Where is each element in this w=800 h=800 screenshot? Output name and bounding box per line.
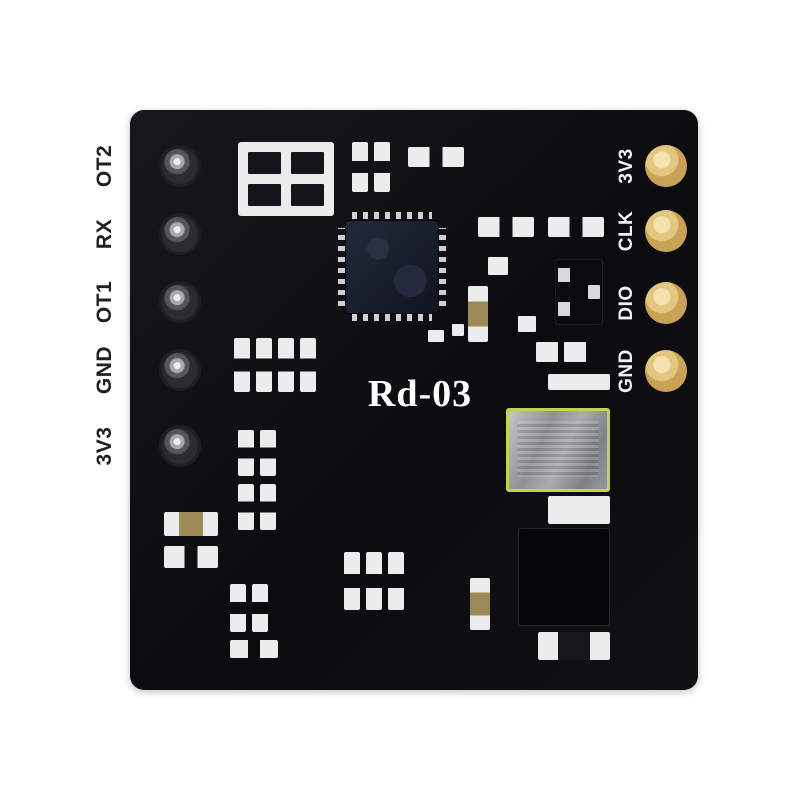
sot23-lead — [558, 268, 570, 282]
smd-capacitor — [352, 142, 368, 192]
smd-capacitor — [366, 552, 382, 610]
smd-capacitor — [344, 552, 360, 610]
pin-hole-gnd — [162, 352, 198, 388]
smd-component-dark-center — [538, 632, 610, 660]
smd-pad — [518, 316, 536, 332]
ic-leads-left — [338, 228, 345, 306]
quad-pad — [248, 184, 281, 206]
smd-pad-bar — [548, 374, 610, 390]
pin-label-3v3: 3V3 — [93, 426, 116, 466]
board-model-label: Rd-03 — [367, 373, 473, 415]
pad-label-clk: CLK — [616, 210, 637, 252]
smd-resistor — [164, 512, 218, 536]
smd-capacitor — [300, 338, 316, 392]
smd-capacitor — [238, 430, 254, 476]
sot23-transistor — [556, 260, 602, 324]
smd-capacitor — [256, 338, 272, 392]
pin-label-gnd: GND — [93, 345, 116, 395]
quad-pad — [291, 152, 324, 174]
pin-hole-3v3 — [162, 428, 198, 464]
smd-capacitor — [374, 142, 390, 192]
metal-shield-can — [506, 408, 610, 492]
pad-label-3v3: 3V3 — [616, 148, 637, 184]
smd-capacitor — [278, 338, 294, 392]
pad-label-dio: DIO — [616, 285, 637, 321]
pin-hole-rx — [162, 216, 198, 252]
smd-capacitor — [260, 430, 276, 476]
ic-leads-right — [439, 228, 446, 306]
pin-hole-ot2 — [162, 148, 198, 184]
smd-pad — [564, 342, 586, 362]
gold-pad-3v3 — [645, 145, 687, 187]
smd-pad-bar — [548, 496, 610, 524]
smd-capacitor — [230, 584, 246, 632]
pin-hole-ot1 — [162, 284, 198, 320]
sot23-lead — [588, 285, 600, 299]
smd-pad — [536, 342, 558, 362]
smd-capacitor — [388, 552, 404, 610]
smd-capacitor — [234, 338, 250, 392]
smd-resistor — [408, 147, 464, 167]
smd-capacitor — [238, 484, 254, 530]
ic-leads-top — [352, 212, 432, 219]
quad-pad — [291, 184, 324, 206]
sot23-lead — [558, 302, 570, 316]
smd-resistor — [548, 217, 604, 237]
smd-pad — [488, 257, 508, 275]
quad-pad — [248, 152, 281, 174]
gold-pad-gnd — [645, 350, 687, 392]
smd-resistor-vertical — [470, 578, 490, 630]
gold-pad-clk — [645, 210, 687, 252]
smd-capacitor — [252, 584, 268, 632]
smd-capacitor — [164, 546, 218, 568]
smd-resistor — [478, 217, 534, 237]
radar-soc-ic — [346, 221, 438, 313]
quad-pad-block — [238, 142, 334, 216]
smd-resistor-vertical — [468, 286, 488, 342]
black-ic-component — [518, 528, 610, 626]
smd-pad — [452, 324, 464, 336]
smd-capacitor — [230, 640, 278, 658]
smd-pad — [428, 330, 444, 342]
smd-capacitor — [260, 484, 276, 530]
pad-label-gnd: GND — [616, 349, 637, 393]
ic-leads-bottom — [352, 314, 432, 321]
gold-pad-dio — [645, 282, 687, 324]
